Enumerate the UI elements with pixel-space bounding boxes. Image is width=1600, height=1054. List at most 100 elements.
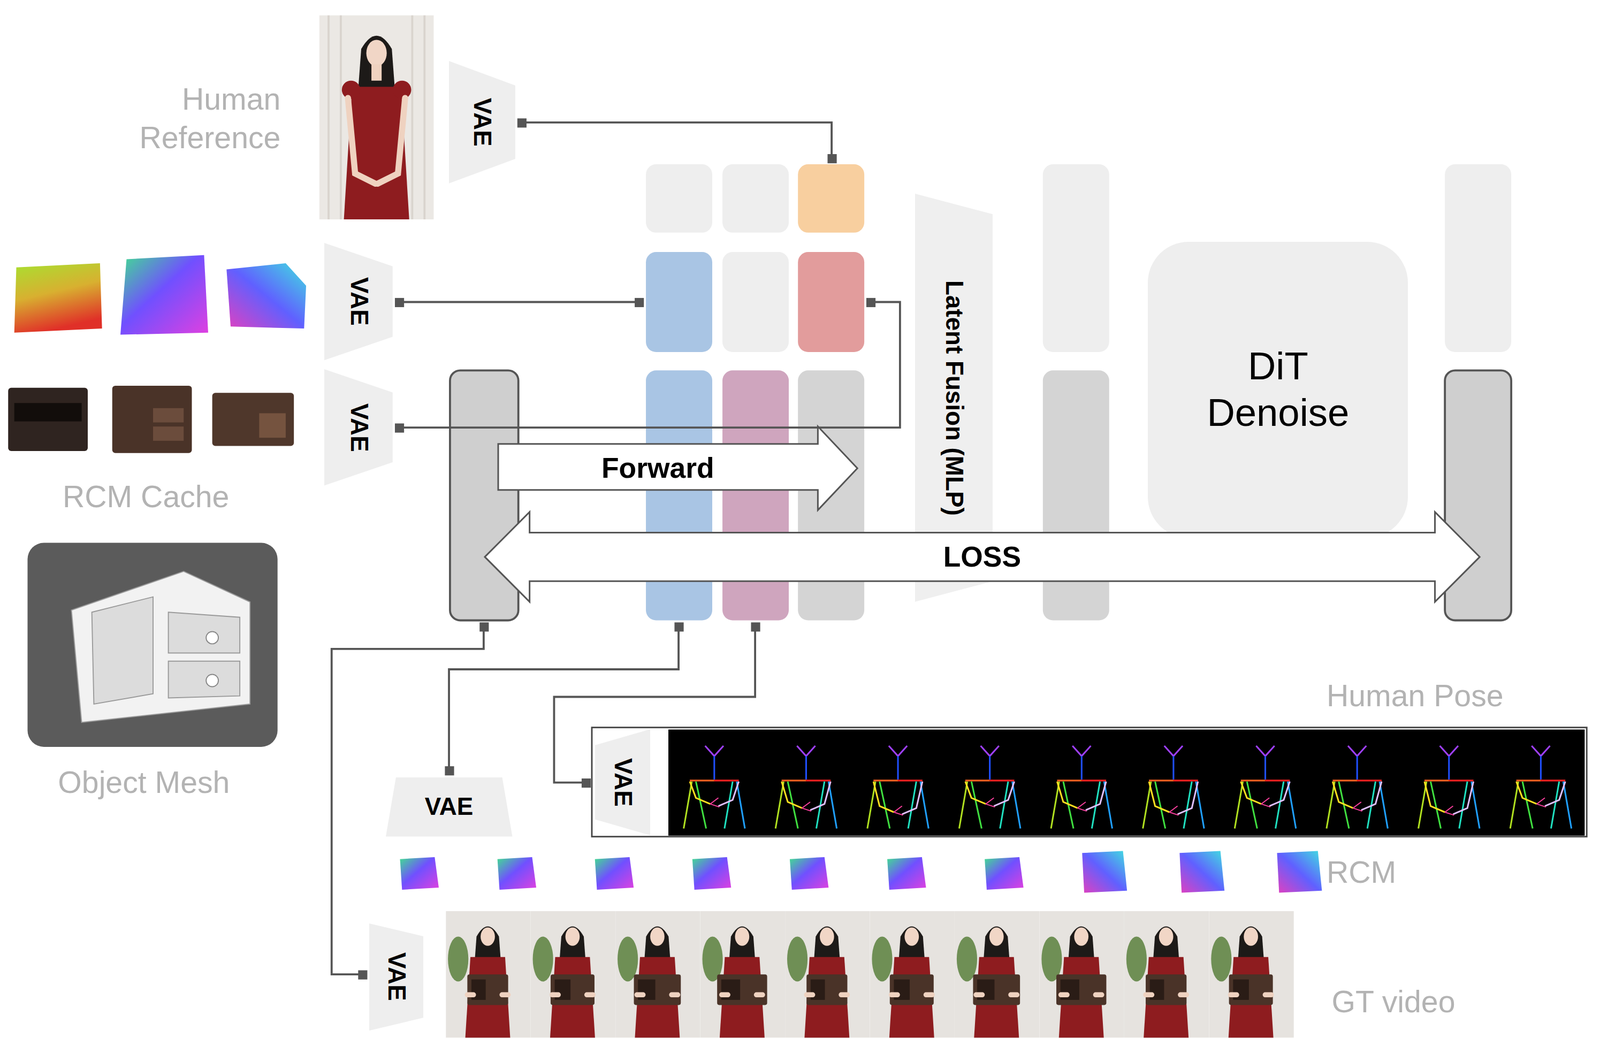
mesh-bg	[27, 543, 278, 748]
pose-frames	[683, 745, 1572, 829]
object-shelf	[14, 402, 82, 422]
object-body	[212, 392, 295, 446]
caption-label: Human Pose	[1326, 676, 1592, 715]
pose-head	[1531, 745, 1550, 757]
pose-shoulder	[1332, 779, 1358, 782]
held-object	[1056, 974, 1107, 1005]
pose-shoulder	[805, 779, 831, 782]
node-label: LOSS	[943, 539, 1022, 575]
pose-hand	[1353, 802, 1363, 812]
pose-neck	[1356, 756, 1359, 780]
caption-label: RCM Cache	[13, 477, 279, 516]
pose-leg	[867, 781, 876, 829]
plant	[871, 936, 893, 982]
pose-arm	[965, 781, 986, 805]
wire-end	[394, 423, 405, 433]
token	[1042, 164, 1110, 353]
frame-bg	[870, 911, 955, 1038]
pose-leg	[724, 781, 733, 829]
node-label: VAE	[467, 97, 498, 147]
held-object	[972, 974, 1020, 1005]
pose-leg	[695, 781, 706, 829]
pose-leg	[828, 781, 837, 829]
node-label: VAE	[344, 403, 374, 453]
hands	[1061, 992, 1102, 998]
pose-head	[1440, 745, 1459, 757]
pose-hand	[802, 802, 812, 812]
node-outline	[595, 729, 651, 836]
pose-neck	[1448, 756, 1450, 780]
pose-shoulder	[1173, 779, 1199, 782]
held-object	[806, 974, 848, 1005]
node-label: VAE	[424, 792, 474, 822]
pose-leg	[775, 781, 784, 829]
pose-head	[1255, 745, 1275, 757]
vae-encoder: VAE	[385, 777, 513, 837]
hands	[806, 992, 848, 998]
dress	[465, 957, 511, 1039]
wire-end	[674, 622, 684, 632]
pose-arm	[810, 781, 831, 811]
vae-encoder: VAE	[369, 923, 424, 1031]
pose-shoulder	[1081, 779, 1107, 782]
pose-leg	[1234, 781, 1243, 829]
pose-shoulder	[1240, 779, 1266, 782]
face	[1159, 927, 1174, 946]
pose-head	[1164, 745, 1183, 757]
pose-arm	[689, 781, 711, 805]
pose-shoulder	[1449, 779, 1474, 782]
rcm-frame	[1276, 850, 1322, 893]
face	[565, 927, 581, 946]
gt-latent	[450, 370, 519, 621]
forward-arrow: Forward	[498, 426, 858, 510]
vae-encoder: VAE	[324, 369, 393, 486]
pose-arm	[1424, 781, 1445, 813]
pose-leg	[971, 781, 982, 829]
pose-hand	[893, 806, 903, 816]
hands	[636, 992, 678, 998]
pose-hand	[1261, 797, 1271, 807]
vae-encoder: VAE	[448, 61, 516, 184]
wire-end	[827, 154, 837, 164]
wire-end	[634, 298, 644, 308]
node-label: VAE	[344, 277, 374, 326]
pose-leg	[1103, 781, 1112, 829]
face	[989, 927, 1004, 946]
pose-arm	[993, 781, 1015, 807]
node-outline	[324, 369, 393, 486]
dress	[550, 957, 596, 1039]
frame-bg	[700, 911, 786, 1038]
node-content: DiT Denoise	[1147, 241, 1408, 538]
pose-shoulder	[1057, 779, 1083, 782]
frame-bg	[1124, 911, 1209, 1038]
held-object	[1229, 974, 1274, 1005]
node-label: Latent Fusion (MLP)	[939, 280, 969, 516]
held-object	[1145, 974, 1187, 1005]
frame-bg	[445, 911, 531, 1038]
plant	[787, 936, 808, 982]
mesh-body	[71, 571, 250, 723]
pose-strip	[591, 727, 1587, 837]
object-drawer	[153, 426, 184, 441]
object-drawer	[153, 408, 184, 423]
pose-leg	[1275, 781, 1284, 829]
neck	[371, 64, 382, 81]
curtain	[328, 15, 425, 220]
hands	[467, 992, 508, 998]
wire	[399, 302, 901, 429]
pose-leg	[1522, 781, 1533, 829]
rcm-cache-image	[226, 263, 307, 329]
rcm-frame	[887, 857, 926, 890]
pose-leg	[736, 781, 745, 829]
pose-hand	[1169, 806, 1179, 816]
pose-leg	[1012, 781, 1021, 829]
face	[904, 927, 919, 946]
rcm-frame	[984, 857, 1024, 890]
loss-arrow: LOSS	[484, 512, 1480, 603]
pose-hand	[710, 797, 720, 807]
hands	[976, 992, 1017, 998]
pose-leg	[1246, 781, 1257, 829]
rcm-frames	[400, 850, 1323, 893]
node-outline	[324, 242, 393, 361]
pose-neck	[897, 756, 899, 780]
